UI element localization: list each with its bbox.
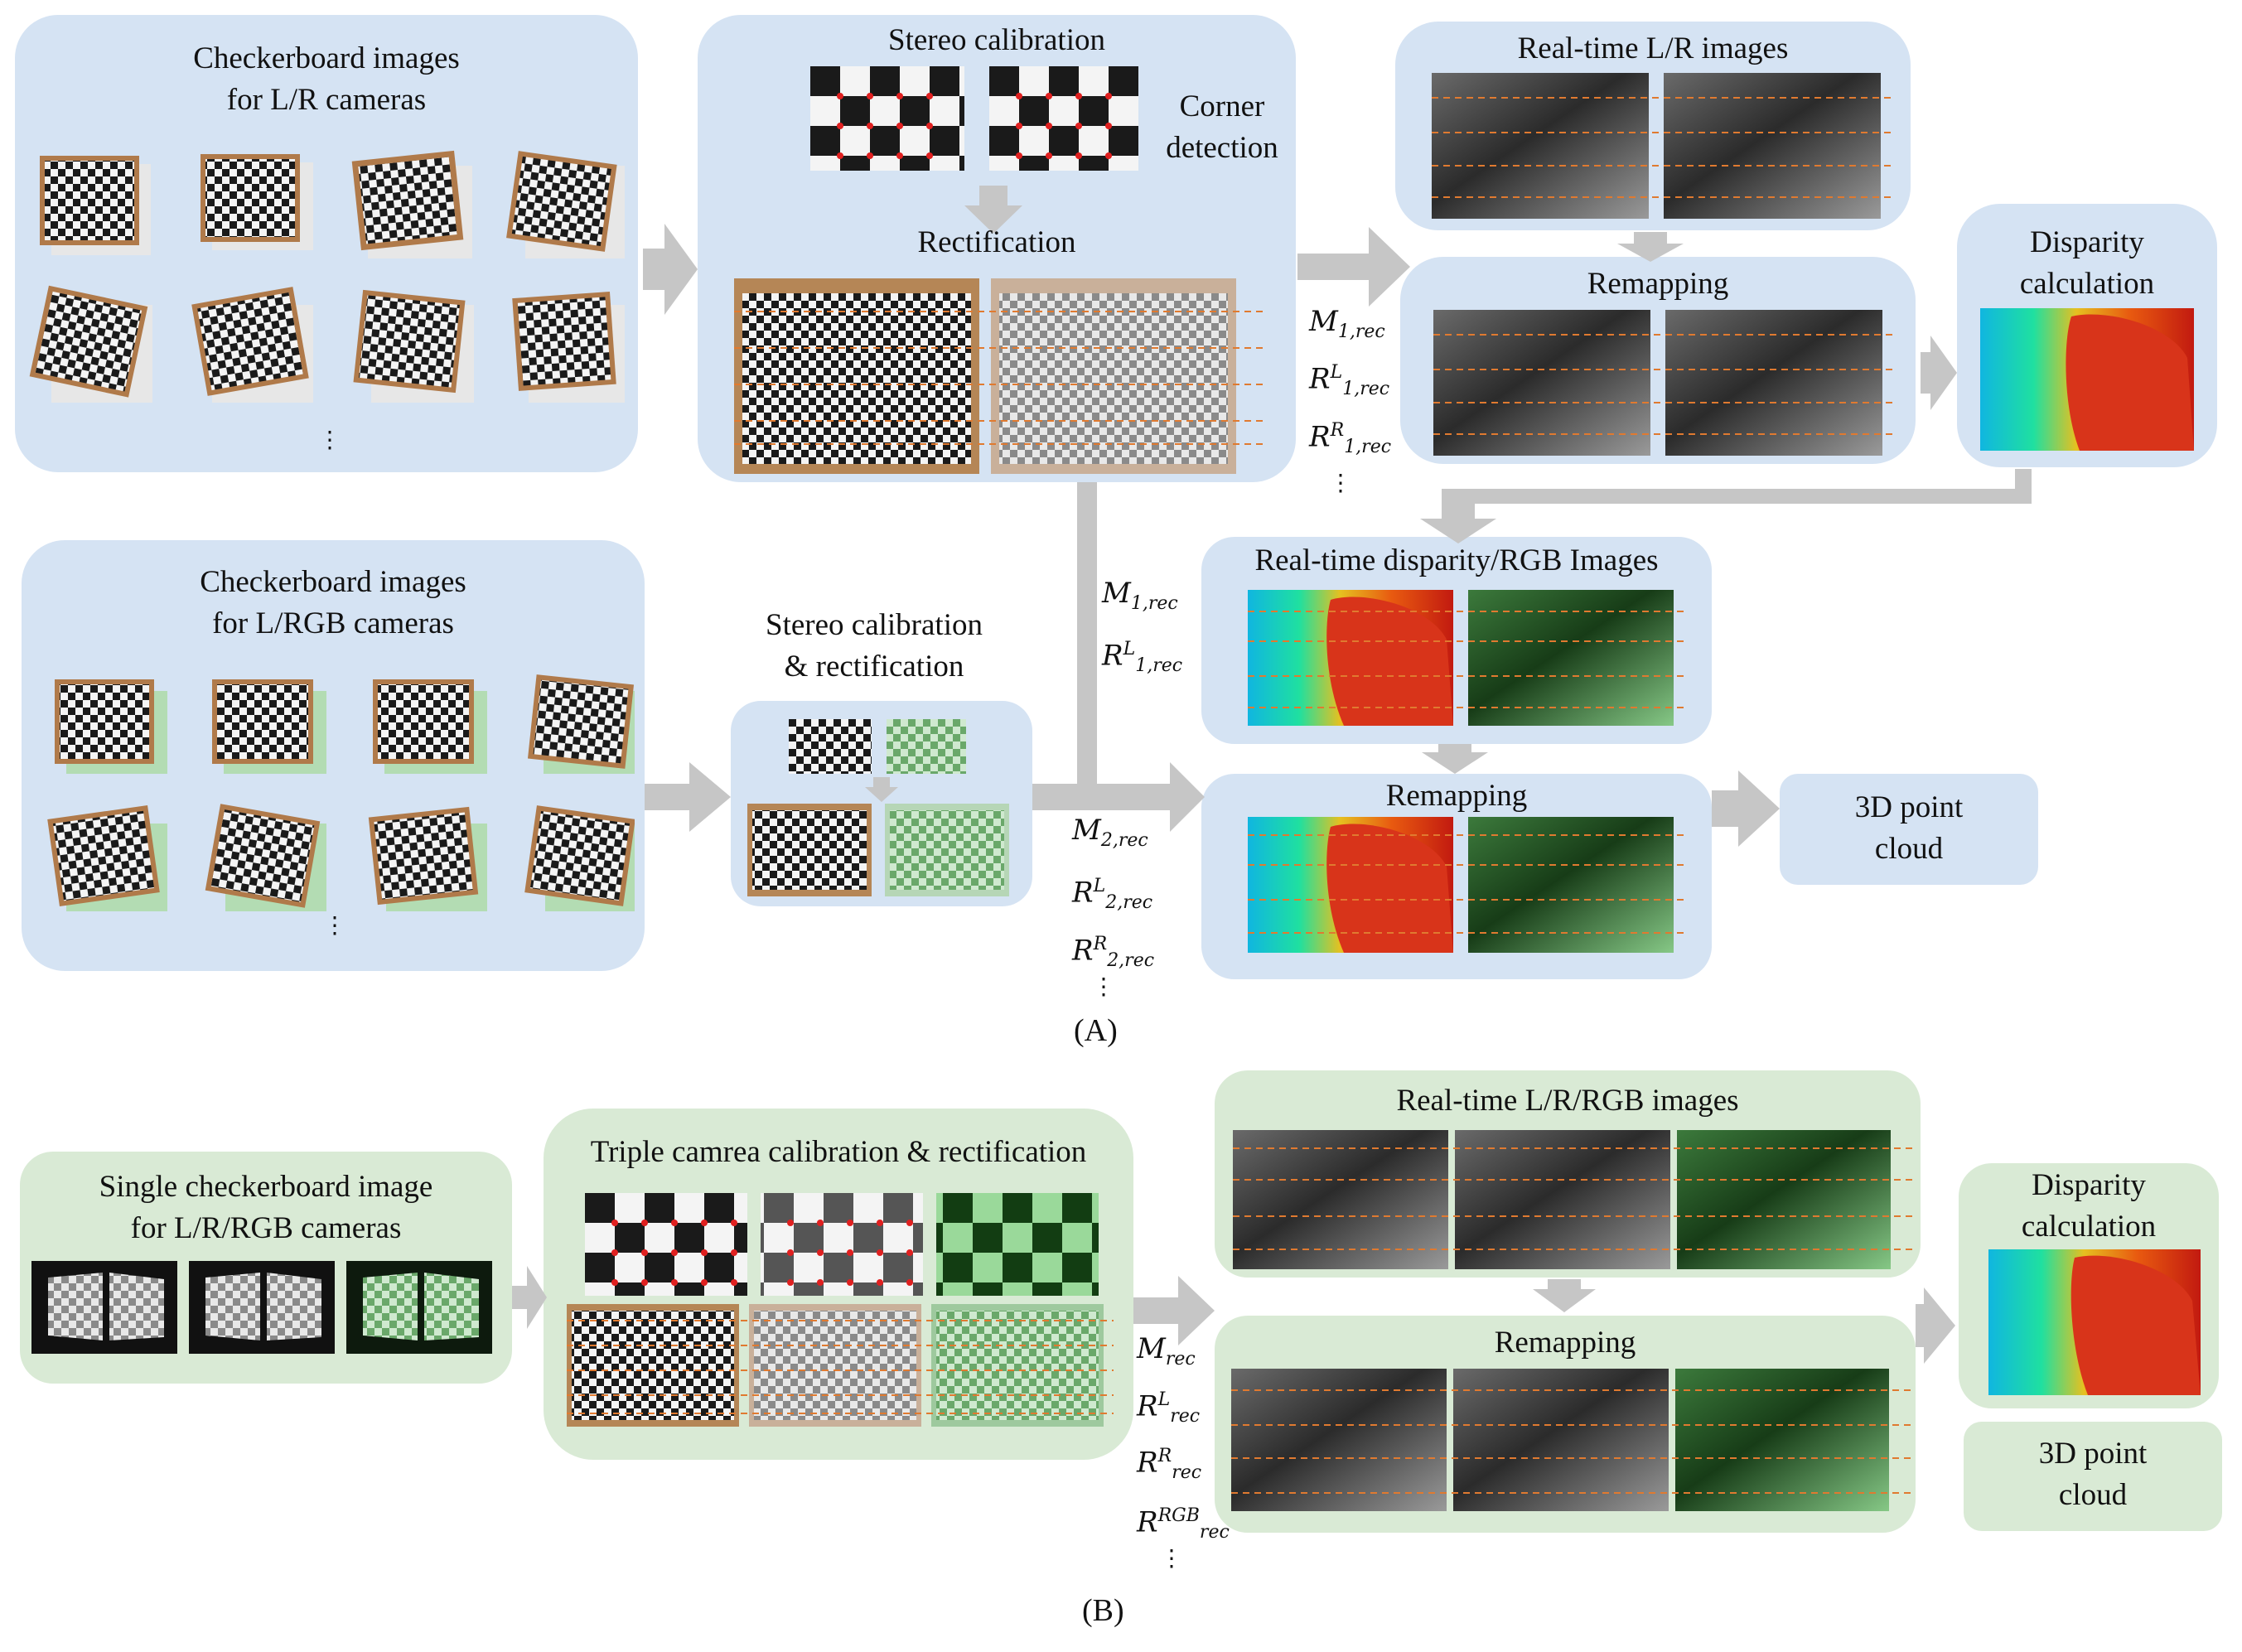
param-r2r: RR2,rec <box>1072 934 1155 972</box>
rectification-label: Rectification <box>917 225 1076 259</box>
arrow-remap-to-pointcloud <box>1712 770 1780 847</box>
corner-detection-images <box>789 719 966 774</box>
rectified-checkerboards <box>734 278 1264 474</box>
panel-point-cloud-a: 3D point cloud <box>1780 774 2038 885</box>
connector-disparity-to-realtime <box>1420 469 2032 543</box>
panel-title: 3D point cloud <box>2038 1437 2148 1512</box>
panel-realtime-disp-rgb: Real-time disparity/RGB Images <box>1201 537 1712 744</box>
panel-title: Disparity calculation <box>2019 225 2155 301</box>
caption-a: (A) <box>1074 1013 1118 1048</box>
arrow-realtime-to-remap <box>1617 232 1684 262</box>
param-r1l: RL1,rec <box>1102 639 1183 677</box>
arrow-disp-to-remap <box>1422 744 1488 774</box>
param-r2l: RL2,rec <box>1072 876 1153 914</box>
panel-title: Real-time L/R/RGB images <box>1396 1084 1739 1118</box>
arrow-remap-to-disparity-b <box>1916 1287 1955 1364</box>
realtime-lrrgb-images <box>1233 1130 1914 1269</box>
param-rrgb: RRGBrec <box>1137 1505 1230 1543</box>
arrow-single-to-triple <box>512 1266 547 1329</box>
arrow-triple-to-remap <box>1133 1276 1215 1345</box>
panel-title: Stereo calibration <box>888 23 1105 57</box>
checkerboard-image-grid <box>47 674 635 911</box>
checkerboard-image-grid <box>29 150 625 403</box>
param-m: Mrec <box>1137 1332 1196 1369</box>
arrow-calib-to-remap-rgb <box>1032 762 1205 832</box>
panel-single-checkerboard: Single checkerboard image for L/R/RGB ca… <box>20 1152 512 1384</box>
rectified-checkerboards <box>747 804 1009 896</box>
panel-disparity-a: Disparity calculation <box>1957 204 2217 467</box>
remapped-lrrgb-images <box>1231 1369 1912 1511</box>
param-m1: M1,rec <box>1309 305 1385 342</box>
panel-point-cloud-b: 3D point cloud <box>1964 1422 2222 1531</box>
panel-title: Remapping <box>1494 1326 1636 1360</box>
panel-title: Checkerboard images for L/RGB cameras <box>200 565 466 640</box>
param-r1l: RL1,rec <box>1309 362 1390 400</box>
down-arrow <box>964 186 1022 234</box>
connector-vertical-calib <box>1077 482 1097 804</box>
stereo-calib-rect-title: Stereo calibration & rectification <box>766 608 983 684</box>
remapped-disparity-rgb-images <box>1248 817 1687 953</box>
panel-title: Triple camrea calibration & rectificatio… <box>590 1135 1087 1169</box>
panel-title: Remapping <box>1385 779 1528 813</box>
remapped-lr-images <box>1433 310 1897 456</box>
param-rr: RRrec <box>1137 1446 1202 1484</box>
param-m1: M1,rec <box>1102 577 1178 614</box>
param-m2: M2,rec <box>1072 814 1148 851</box>
caption-b: (B) <box>1082 1593 1124 1628</box>
panel-title: Disparity calculation <box>2021 1168 2157 1244</box>
arrow-calib-to-remap <box>1297 227 1410 307</box>
down-arrow <box>865 777 898 802</box>
panel-stereo-calib-rect <box>731 701 1032 906</box>
realtime-lr-images <box>1432 73 1896 219</box>
panel-triple-calibration: Triple camrea calibration & rectificatio… <box>544 1109 1133 1460</box>
arrow-lr-to-calib <box>643 224 698 315</box>
panel-title: Checkerboard images for L/R cameras <box>193 41 460 117</box>
panel-remapping-b: Remapping <box>1215 1316 1916 1533</box>
panel-disparity-b: Disparity calculation <box>1959 1163 2219 1408</box>
param-r1r: RR1,rec <box>1309 420 1392 458</box>
panel-remapping-rgb: Remapping <box>1201 774 1712 979</box>
param-rl: RLrec <box>1137 1389 1201 1427</box>
arrow-lrgb-to-stereo <box>645 762 731 832</box>
panel-title: Real-time disparity/RGB Images <box>1254 543 1659 577</box>
panel-realtime-lrrgb: Real-time L/R/RGB images <box>1215 1070 1921 1278</box>
disparity-map <box>1988 1249 2201 1395</box>
single-checkerboard-images <box>31 1261 492 1354</box>
panel-remapping-lr: Remapping <box>1400 257 1916 464</box>
corner-detection-images <box>810 66 1138 171</box>
panel-title: Single checkerboard image for L/R/RGB ca… <box>99 1170 433 1245</box>
panel-lr-checkerboard: Checkerboard images for L/R cameras ⋮ <box>15 15 638 472</box>
arrow-realtime-to-remap-b <box>1533 1279 1596 1312</box>
panel-title: Remapping <box>1587 267 1729 301</box>
rectified-checkerboards <box>567 1304 1114 1427</box>
disparity-map <box>1980 308 2194 451</box>
corner-detection-images <box>585 1193 1099 1296</box>
panel-realtime-lr: Real-time L/R images <box>1395 22 1911 230</box>
corner-detection-label: Corner detection <box>1166 89 1278 165</box>
panel-title: 3D point cloud <box>1854 790 1964 866</box>
panel-stereo-calibration: Stereo calibration Corner detection Rect… <box>698 15 1296 482</box>
arrow-remap-to-disparity <box>1921 336 1957 410</box>
disparity-rgb-images <box>1248 590 1687 726</box>
panel-title: Real-time L/R images <box>1517 31 1789 65</box>
panel-lrgb-checkerboard: Checkerboard images for L/RGB cameras ⋮ <box>22 540 645 971</box>
